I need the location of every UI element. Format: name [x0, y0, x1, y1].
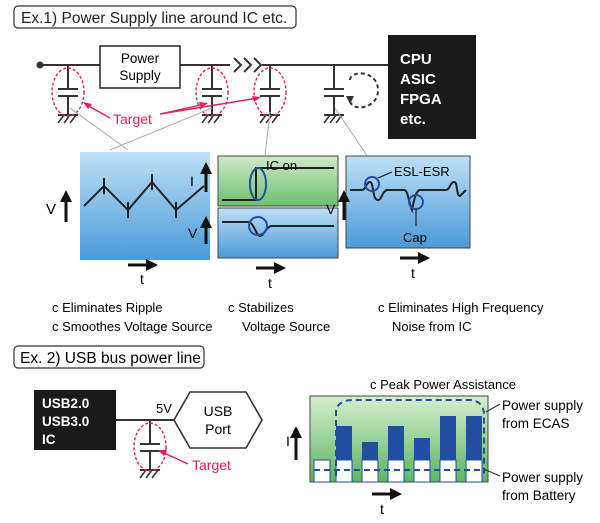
svg-text:CPU: CPU [400, 51, 432, 68]
capacitor-4 [323, 65, 344, 124]
ecas-bar [336, 426, 352, 460]
svg-text:from ECAS: from ECAS [502, 416, 570, 431]
svg-text:Power supply: Power supply [502, 398, 583, 413]
svg-text:USB: USB [204, 403, 233, 419]
svg-text:Port: Port [205, 421, 231, 437]
ex1-heading-text: Ex.1) Power Supply line around IC etc. [21, 10, 287, 27]
ex1-heading: Ex.1) Power Supply line around IC etc. [13, 5, 297, 29]
svg-text:USB3.0: USB3.0 [42, 414, 89, 429]
line-terminal [36, 61, 44, 69]
svg-text:t: t [380, 501, 384, 517]
svg-text:V: V [326, 201, 336, 217]
svg-text:ESL-ESR: ESL-ESR [394, 164, 450, 179]
svg-text:IC: IC [42, 432, 56, 447]
ecas-supply-label: Power supply from ECAS [485, 398, 583, 431]
peak-power-label: c Peak Power Assistance [370, 377, 516, 392]
svg-text:from Battery: from Battery [502, 488, 576, 503]
svg-text:Target: Target [192, 457, 231, 473]
ecas-bar [414, 438, 430, 460]
target-circle [51, 67, 85, 117]
target-label-ex1: Target [83, 96, 261, 127]
loop-arrow-icon [346, 96, 354, 104]
svg-text:I: I [286, 433, 290, 449]
ecas-bar [466, 416, 482, 460]
svg-text:Power: Power [121, 51, 160, 66]
ex1-bullets: c Eliminates Ripple c Smoothes Voltage S… [52, 300, 544, 334]
capacitor-usb [133, 420, 167, 479]
power-supply-block: Power Supply [99, 45, 181, 89]
graph-ic-on: IC on I V t [188, 155, 339, 291]
svg-text:t: t [268, 275, 272, 291]
svg-text:t: t [411, 265, 415, 281]
svg-text:Noise from IC: Noise from IC [392, 319, 471, 334]
ecas-chart: I t [286, 395, 489, 517]
pointer-lines [69, 107, 371, 161]
usb-port-block: USB Port [173, 391, 263, 449]
svg-text:I: I [190, 173, 194, 189]
graph-ripple: V t [46, 152, 210, 287]
target-circle [195, 67, 229, 117]
svg-text:V: V [188, 225, 198, 241]
svg-text:IC on: IC on [266, 158, 297, 173]
capacitor-2 [195, 65, 229, 124]
svg-text:c Stabilizes: c Stabilizes [228, 300, 294, 315]
svg-text:USB2.0: USB2.0 [42, 396, 89, 411]
target-label-ex2: Target [158, 450, 231, 473]
svg-text:V: V [46, 201, 56, 218]
svg-text:t: t [140, 271, 144, 287]
svg-text:Power supply: Power supply [502, 470, 583, 485]
graph-esl-esr: ESL-ESR Cap V t [326, 155, 471, 281]
svg-text:Cap: Cap [403, 230, 427, 245]
battery-supply-label: Power supply from Battery [485, 469, 583, 503]
voltage-label: 5V [156, 401, 172, 416]
current-loop-icon [349, 72, 380, 109]
svg-text:c Eliminates High Frequency: c Eliminates High Frequency [378, 300, 544, 315]
svg-text:etc.: etc. [400, 111, 426, 128]
ecas-bar [388, 426, 404, 460]
svg-text:c Eliminates Ripple: c Eliminates Ripple [52, 300, 163, 315]
ic-block: CPU ASIC FPGA etc. [388, 35, 476, 139]
svg-text:FPGA: FPGA [400, 91, 442, 108]
ecas-bar [362, 442, 378, 460]
line-break-icon [233, 57, 263, 73]
svg-text:Ex. 2) USB bus power line: Ex. 2) USB bus power line [20, 350, 201, 367]
svg-text:Voltage Source: Voltage Source [242, 319, 330, 334]
svg-text:ASIC: ASIC [400, 71, 436, 88]
ecas-bar [440, 416, 456, 460]
target-circle [133, 422, 167, 472]
svg-text:Supply: Supply [119, 68, 161, 83]
capacitor-1 [51, 65, 85, 124]
svg-text:c Smoothes Voltage Source: c Smoothes Voltage Source [52, 319, 212, 334]
ex2-heading: Ex. 2) USB bus power line [13, 345, 205, 369]
svg-text:Target: Target [113, 111, 152, 127]
usb-ic-block: USB2.0 USB3.0 IC [34, 390, 116, 450]
